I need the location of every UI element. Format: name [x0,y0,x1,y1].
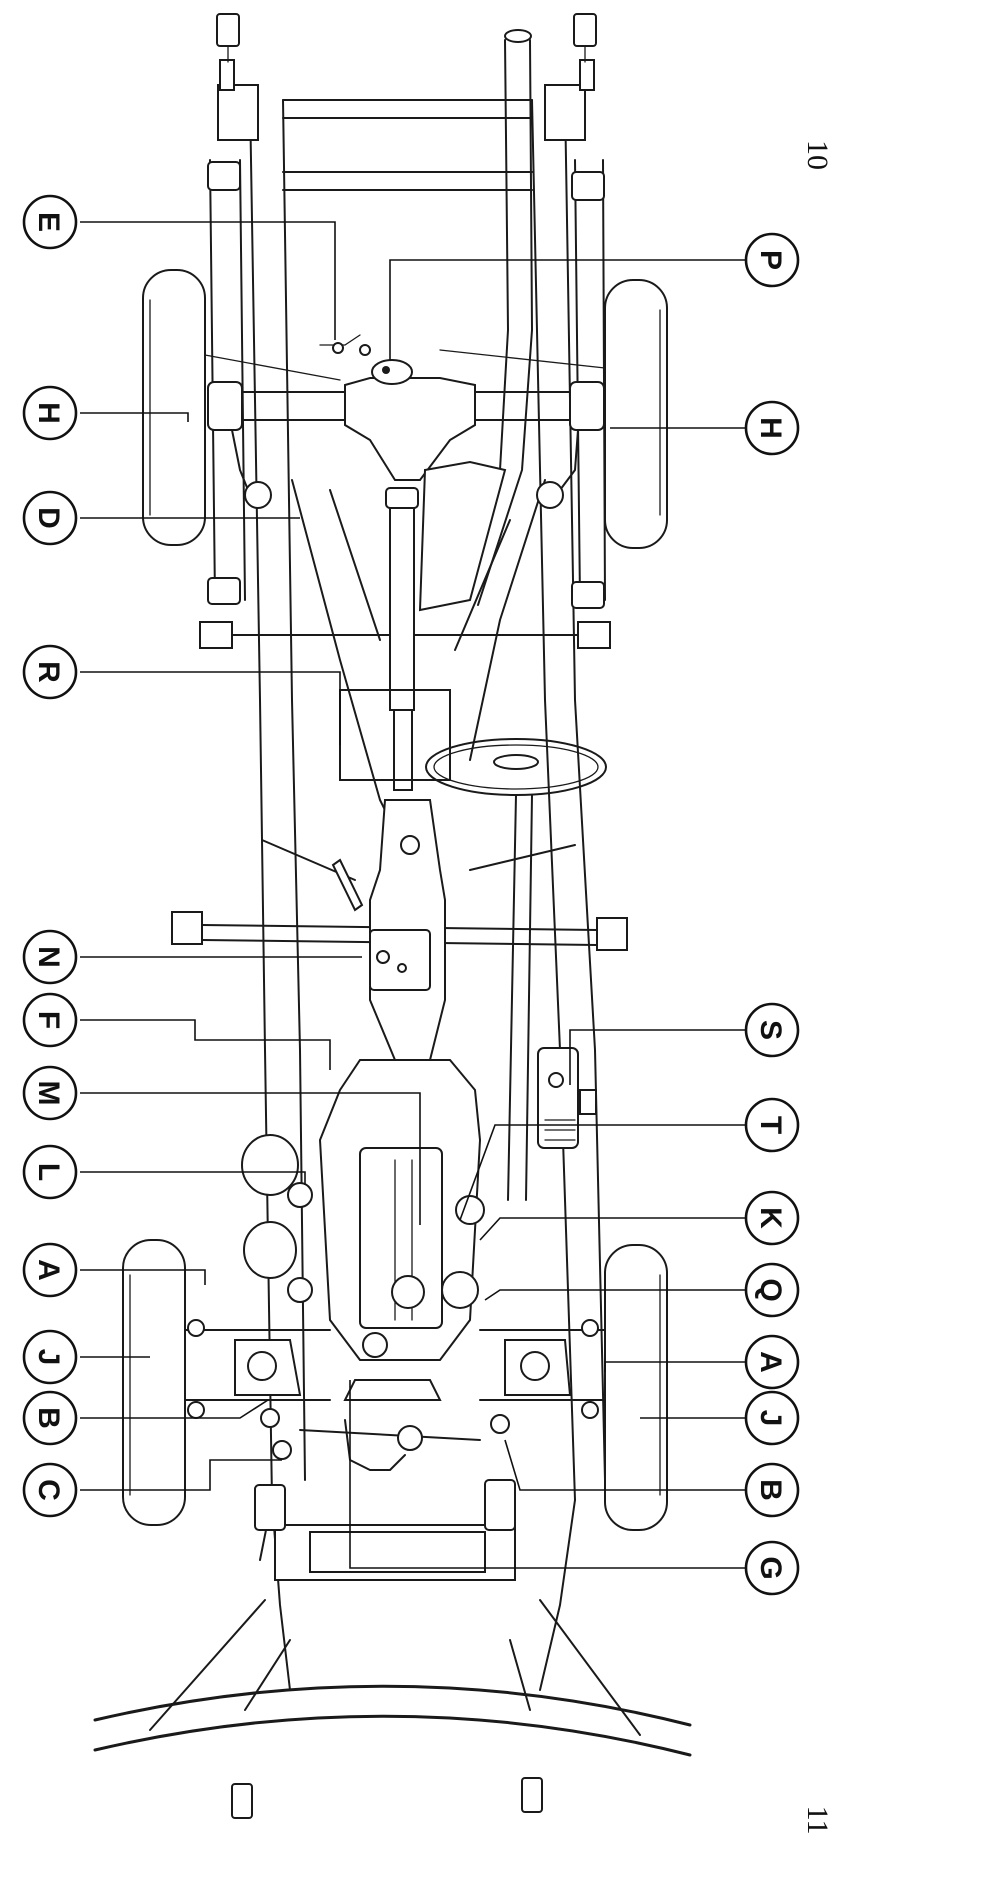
rear-wheel-left [142,269,206,546]
callout-G: G [744,1540,800,1596]
propeller-shaft [339,487,451,791]
engine [241,1059,485,1471]
callout-B-right-label: B [754,1479,787,1501]
front-crossmember [254,1479,516,1581]
callout-J-right: J [744,1390,800,1446]
callout-S: S [744,1002,800,1058]
front-bumper [93,1599,692,1819]
callout-A-right-label: A [754,1351,787,1373]
callout-E-label: E [32,212,65,232]
page-number-left: 11 [801,1806,834,1835]
leader-lines [80,221,745,1569]
callout-R: R [22,644,78,700]
callout-C: C [22,1462,78,1518]
callout-A-right: A [744,1334,800,1390]
rear-wheel-right [604,279,668,549]
callout-F: F [22,992,78,1048]
callout-T: T [744,1097,800,1153]
muffler [418,460,507,612]
gearbox [331,799,446,1061]
callout-E: E [22,194,78,250]
callout-B-right: B [744,1462,800,1518]
page-number-left-text: 11 [801,1806,834,1835]
callout-B: B [22,1390,78,1446]
callout-H-right-label: H [754,417,787,439]
callout-H: H [22,385,78,441]
callout-K: K [744,1190,800,1246]
rear-axle [204,334,606,481]
page-number-right: 10 [801,140,834,170]
page-number-right-text: 10 [801,140,834,170]
front-wheel-right [604,1244,668,1531]
master-cylinder [537,1047,597,1149]
callout-D: D [22,490,78,546]
callout-Q-label: Q [754,1278,787,1301]
callout-P: P [744,232,800,288]
callout-H-right: H [744,400,800,456]
callout-S-label: S [754,1020,787,1040]
callout-F-label: F [32,1011,65,1029]
callout-H-label: H [32,402,65,424]
callout-J-label: J [32,1349,65,1366]
callout-R-label: R [32,661,65,683]
callout-B-label: B [32,1407,65,1429]
callout-J: J [22,1329,78,1385]
callout-N: N [22,929,78,985]
callout-G-label: G [754,1556,787,1579]
callout-L: L [22,1144,78,1200]
callout-L-label: L [32,1163,65,1181]
callout-D-label: D [32,507,65,529]
rear-shock-absorbers [231,429,579,509]
callout-M-label: M [32,1081,65,1106]
callout-N-label: N [32,946,65,968]
callout-K-label: K [754,1207,787,1229]
callout-C-label: C [32,1479,65,1501]
callout-P-label: P [754,250,787,270]
callout-A: A [22,1242,78,1298]
front-suspension [184,1319,606,1460]
callout-M: M [22,1065,78,1121]
front-wheel-left [122,1239,186,1526]
callout-T-label: T [754,1116,787,1134]
steering-wheel [425,738,607,1201]
callout-J-right-label: J [754,1410,787,1427]
callout-A-label: A [32,1259,65,1281]
chassis-frame [171,13,628,1691]
callout-Q: Q [744,1262,800,1318]
